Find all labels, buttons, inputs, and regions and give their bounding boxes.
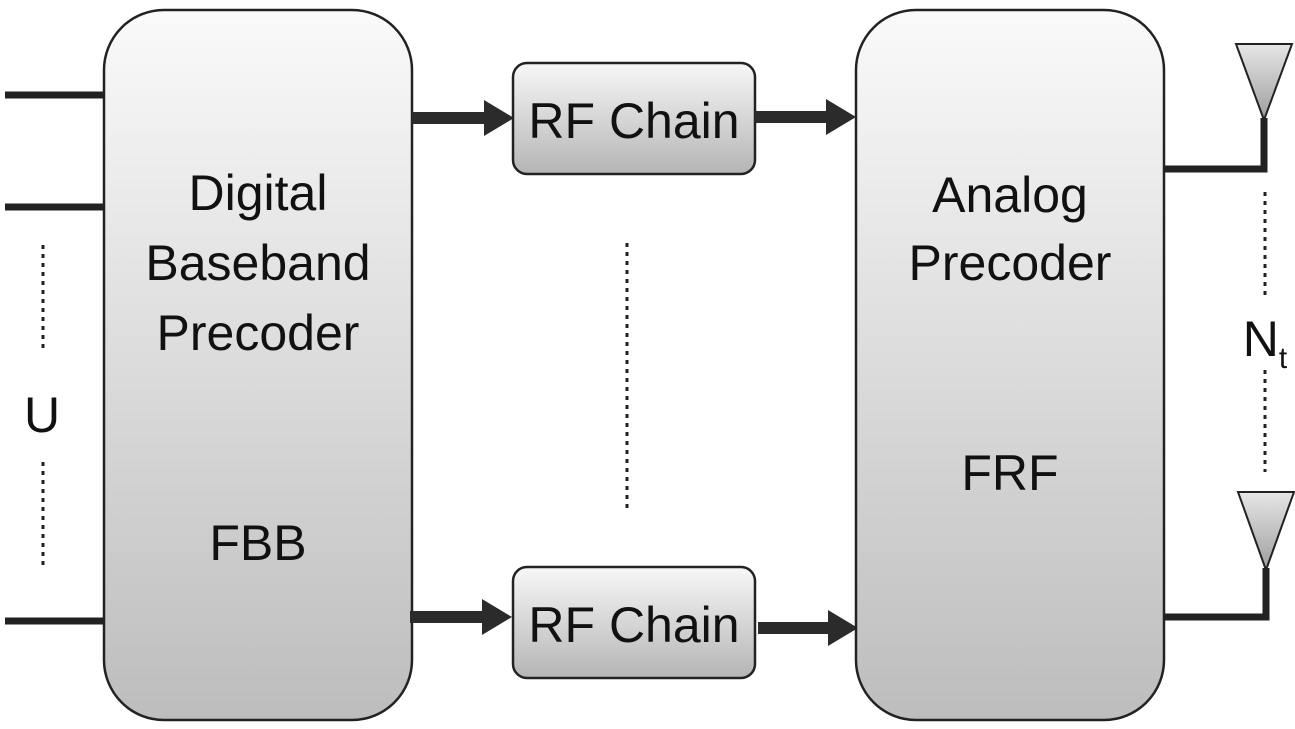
antenna-feed-bottom bbox=[1164, 568, 1270, 621]
arrows-to-analog-precoder bbox=[755, 99, 858, 646]
analog-symbol: FRF bbox=[961, 445, 1058, 501]
digital-block-shape bbox=[102, 8, 414, 722]
antennas-label: Nt bbox=[1243, 311, 1288, 375]
antenna-top-icon bbox=[1234, 43, 1294, 123]
digital-title-line-1: Digital bbox=[189, 165, 328, 221]
antenna-feed-top bbox=[1164, 118, 1268, 173]
rf-chain-top-label: RF Chain bbox=[528, 93, 739, 149]
arrow-to-rf-top-head bbox=[484, 100, 514, 136]
antenna-array: Nt bbox=[1164, 43, 1295, 621]
rf-chain-bottom-shape bbox=[511, 565, 757, 680]
digital-title-line-3: Precoder bbox=[157, 305, 360, 361]
arrow-to-rf-bottom-head bbox=[482, 599, 512, 635]
analog-title-line-2: Precoder bbox=[909, 235, 1112, 291]
arrow-to-analog-bottom-head bbox=[828, 610, 858, 646]
arrows-to-rf-chains bbox=[410, 100, 514, 635]
digital-baseband-precoder-block: Digital Baseband Precoder FBB bbox=[102, 8, 414, 722]
analog-title-line-1: Analog bbox=[932, 167, 1088, 223]
antennas-label-sub: t bbox=[1279, 342, 1288, 375]
digital-title-line-2: Baseband bbox=[145, 235, 370, 291]
rf-chain-bottom-label: RF Chain bbox=[528, 597, 739, 653]
rf-chain-bottom: RF Chain bbox=[511, 565, 757, 680]
streams-label: U bbox=[24, 387, 60, 443]
analog-precoder-block: Analog Precoder FRF bbox=[854, 8, 1166, 722]
antennas-label-main: N bbox=[1243, 311, 1279, 367]
antenna-bottom-icon bbox=[1236, 491, 1295, 573]
input-streams: U bbox=[5, 91, 105, 625]
analog-block-shape bbox=[854, 8, 1166, 722]
rf-chain-top: RF Chain bbox=[511, 61, 757, 176]
arrow-to-analog-top-head bbox=[826, 99, 856, 135]
digital-symbol: FBB bbox=[209, 515, 306, 571]
